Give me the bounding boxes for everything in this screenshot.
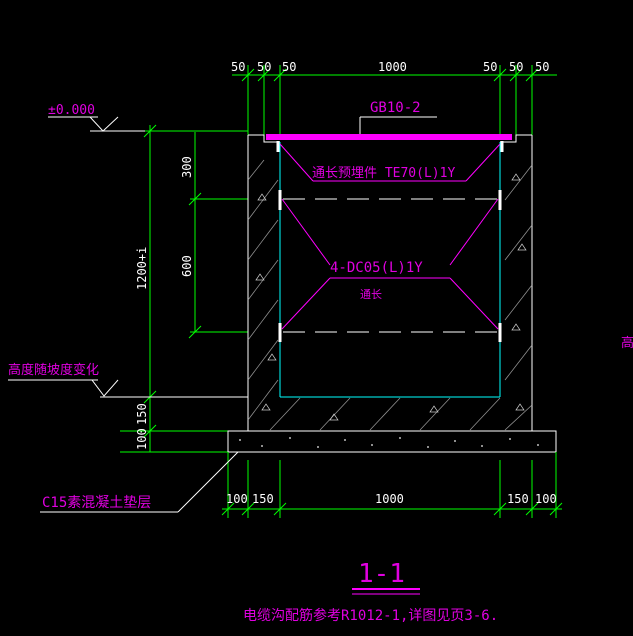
top-dim-7: 50: [535, 60, 549, 74]
reinforcement-note: 电缆沟配筋参考R1012-1,详图见页3-6.: [243, 607, 498, 624]
top-dimension-chain: 50 50 50 1000 50 50 50: [231, 60, 557, 135]
bottom-dim-5: 100: [535, 492, 557, 506]
base-pad: [227, 430, 557, 453]
cover-plate: GB10-2: [266, 100, 512, 140]
top-dim-6: 50: [509, 60, 523, 74]
through-label: 通长: [360, 288, 382, 301]
embed-label: 通长预埋件 TE70(L)1Y: [312, 166, 455, 181]
section-title: 1-1: [358, 559, 405, 589]
height-change-label: 高度随坡度变化: [8, 362, 99, 378]
cover-label: GB10-2: [370, 100, 421, 116]
brackets-label: 4-DC05(L)1Y: [330, 260, 423, 276]
left-dim-600: 600: [180, 255, 194, 277]
level-mark-text: ±0.000: [48, 103, 95, 118]
bottom-dimension-chain: 100 150 1000 150 100: [221, 452, 563, 518]
bottom-dim-2: 150: [252, 492, 274, 506]
bottom-dim-4: 150: [507, 492, 529, 506]
base-label: C15素混凝土垫层: [42, 495, 151, 511]
top-dim-5: 50: [483, 60, 497, 74]
left-dim-150: 150: [135, 403, 149, 425]
left-dim-300: 300: [180, 156, 194, 178]
left-dim-total: 1200+i: [135, 247, 149, 290]
edge-label: 高: [621, 335, 633, 351]
top-dim-1: 50: [231, 60, 245, 74]
left-dimension-chain: 300 600 1200+i 150 100: [120, 124, 248, 453]
bracket-lines: 通长预埋件 TE70(L)1Y 4-DC05(L)1Y 通长: [276, 141, 504, 342]
height-change-mark: 高度随坡度变化: [8, 362, 248, 398]
level-mark: ±0.000: [48, 103, 248, 132]
bottom-dim-1: 100: [226, 492, 248, 506]
base-leader: C15素混凝土垫层: [40, 451, 239, 513]
section-title-block: 1-1: [352, 559, 420, 595]
bottom-dim-3: 1000: [375, 492, 404, 506]
top-dim-3: 50: [282, 60, 296, 74]
left-dim-100: 100: [135, 428, 149, 450]
top-dim-4: 1000: [378, 60, 407, 74]
top-dim-2: 50: [257, 60, 271, 74]
